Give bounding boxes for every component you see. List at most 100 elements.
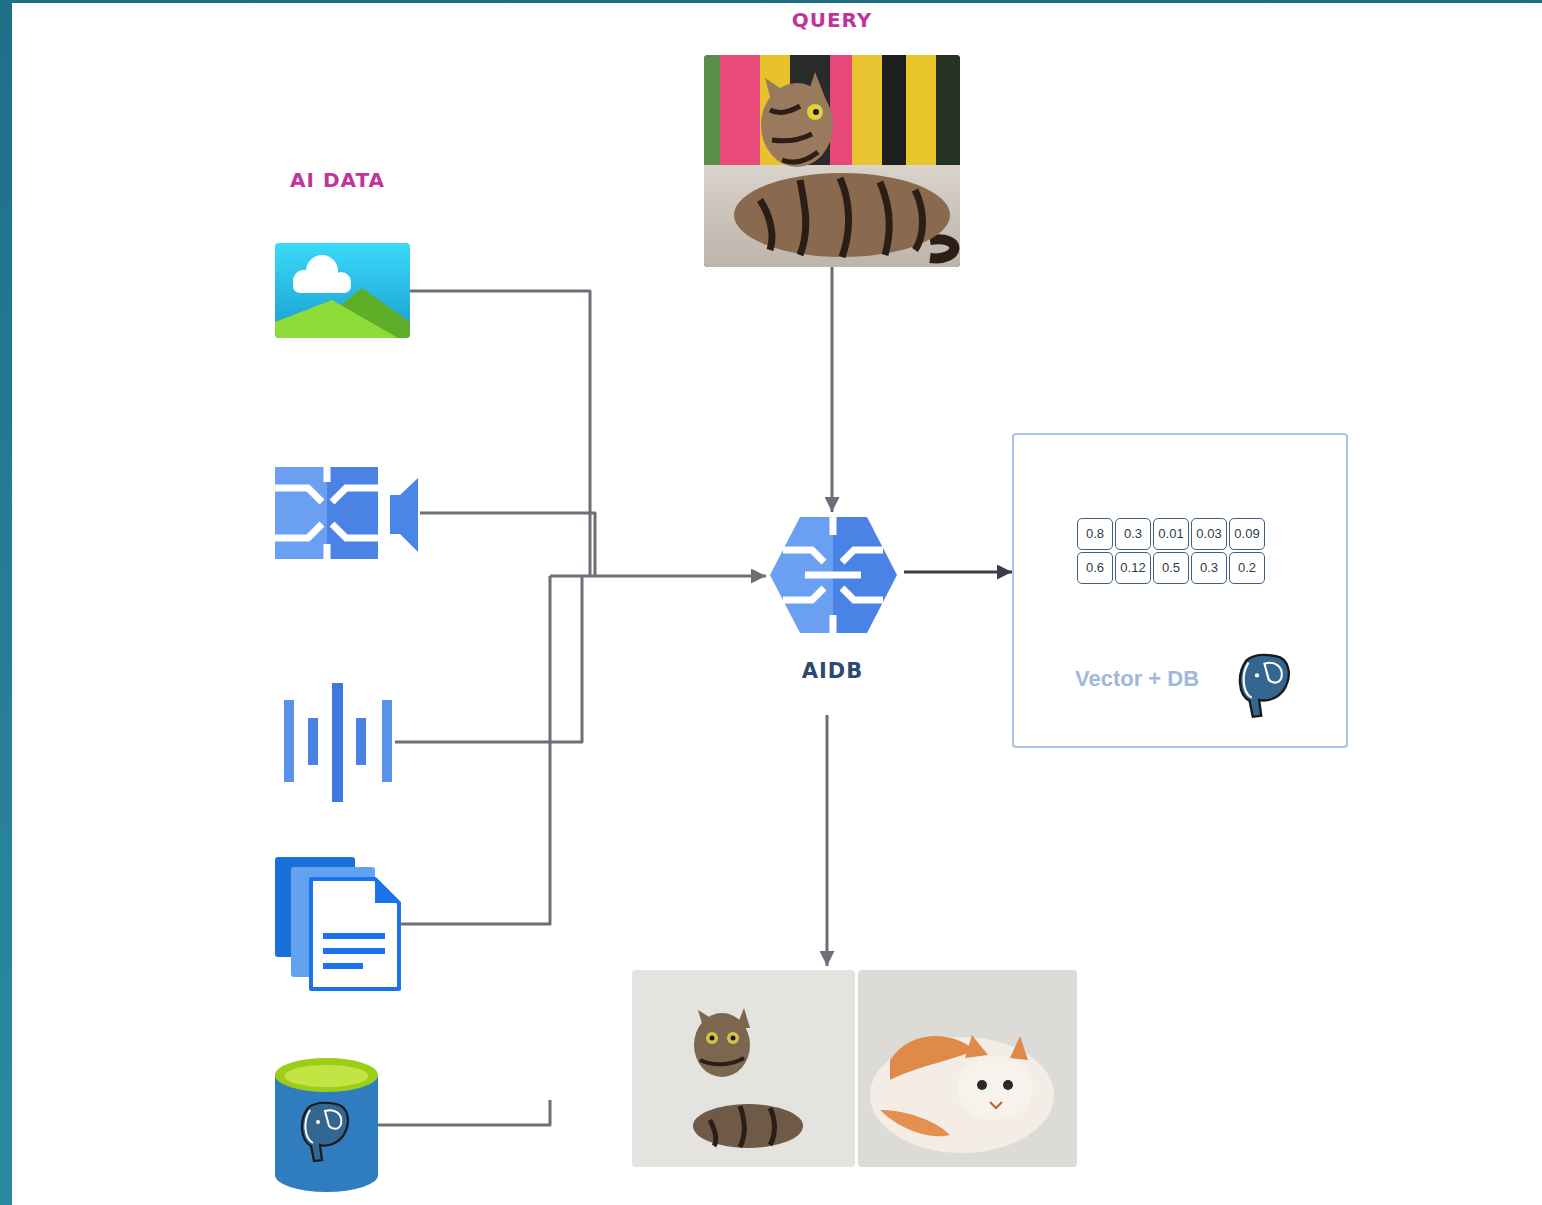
connector-arrow xyxy=(904,571,1012,574)
ai-service-icon xyxy=(275,467,378,559)
result-photo xyxy=(694,1013,750,1077)
result-photo xyxy=(706,1032,718,1044)
postgres-database-icon xyxy=(285,1065,369,1087)
documents-icon xyxy=(323,933,385,939)
connector-arrow xyxy=(831,267,834,512)
audio-waveform-icon xyxy=(382,700,392,782)
vector-cell: 0.01 xyxy=(1153,518,1189,550)
section-label: AI DATA xyxy=(290,168,385,192)
cell-value: 0.6 xyxy=(1086,560,1104,576)
documents-icon xyxy=(323,963,363,969)
vector-cell: 0.5 xyxy=(1153,552,1189,584)
documents-icon xyxy=(323,948,385,954)
result-photo xyxy=(710,1036,715,1041)
query-photo xyxy=(720,55,760,175)
audio-waveform-icon xyxy=(284,700,294,782)
data-wires xyxy=(410,291,590,576)
data-wires xyxy=(400,576,550,924)
query-photo xyxy=(807,104,823,120)
query-photo xyxy=(882,55,906,175)
vector-db-box: Vector + DB 0.8 0.3 0.01 0.03 0.09 0.6 0.12 0.5 0… xyxy=(1012,433,1348,748)
vector-cell: 0.03 xyxy=(1191,518,1227,550)
cell-value: 0.5 xyxy=(1162,560,1180,576)
result-photo xyxy=(700,1058,744,1064)
cell-value: 0.3 xyxy=(1124,526,1142,542)
vector-cell: 0.2 xyxy=(1229,552,1265,584)
vector-cell: 0.09 xyxy=(1229,518,1265,550)
result-photo xyxy=(1010,1036,1028,1060)
documents-icon xyxy=(311,879,399,989)
cell-value: 0.3 xyxy=(1200,560,1218,576)
aidb-brain-icon xyxy=(770,517,897,633)
result-photo xyxy=(870,1037,1054,1153)
vector-cell: 0.3 xyxy=(1115,518,1151,550)
result-photo xyxy=(965,1035,988,1058)
query-photo xyxy=(704,55,960,267)
result-photo xyxy=(710,1106,775,1147)
postgres-database-icon xyxy=(275,1075,378,1192)
aidb-engine-node: AIDB xyxy=(761,512,904,692)
ai-service-icon xyxy=(275,467,418,559)
postgres-logo xyxy=(1240,655,1289,717)
cell-value: 0.09 xyxy=(1234,526,1259,542)
result-photo xyxy=(858,970,1077,1167)
query-photo xyxy=(760,178,923,257)
query-photo xyxy=(852,55,882,175)
result-photo xyxy=(990,1102,1002,1108)
image-icon xyxy=(275,243,410,338)
result-photo xyxy=(1003,1080,1013,1090)
data-wires xyxy=(550,575,766,578)
documents-icon xyxy=(275,857,399,989)
cell-value: 0.12 xyxy=(1120,560,1145,576)
audio-waveform-icon xyxy=(284,683,392,802)
vector-cell: 0.8 xyxy=(1077,518,1113,550)
cell-value: 0.8 xyxy=(1086,526,1104,542)
query-photo xyxy=(830,55,852,175)
ai-service-icon xyxy=(327,467,378,559)
image-icon xyxy=(275,243,410,338)
result-arrow xyxy=(826,715,829,966)
result-photo xyxy=(632,970,855,1167)
result-photo xyxy=(727,1032,739,1044)
query-photo xyxy=(704,55,960,267)
result-photo xyxy=(880,1110,950,1136)
image-icon xyxy=(275,288,410,338)
cell-value: 0.03 xyxy=(1196,526,1221,542)
vector-cell: 0.12 xyxy=(1115,552,1151,584)
query-photo xyxy=(761,83,833,167)
query-photo xyxy=(734,173,950,257)
audio-waveform-icon xyxy=(332,683,343,802)
cell-value: 0.2 xyxy=(1238,560,1256,576)
result-photo xyxy=(731,1036,736,1041)
result-photo xyxy=(693,1104,803,1148)
image-icon xyxy=(275,300,398,338)
data-wires xyxy=(378,1100,550,1125)
store-title: Vector + DB xyxy=(1075,665,1199,693)
image-icon xyxy=(293,279,351,293)
documents-icon xyxy=(375,879,399,903)
cell-value: 0.01 xyxy=(1158,526,1183,542)
query-photo xyxy=(704,55,720,175)
data-wires xyxy=(395,576,582,742)
result-photo xyxy=(632,970,855,1167)
ai-service-icon xyxy=(390,478,418,552)
postgres-database-icon xyxy=(275,1058,378,1092)
data-wires xyxy=(420,513,595,576)
query-photo xyxy=(930,239,954,258)
node-title: AIDB xyxy=(761,658,904,684)
postgres-database-icon xyxy=(275,1058,378,1192)
query-photo xyxy=(936,55,960,175)
query-image-node: QUERY xyxy=(700,8,964,267)
vector-cell: 0.3 xyxy=(1191,552,1227,584)
aidb-brain-icon xyxy=(783,517,883,633)
vector-cell: 0.6 xyxy=(1077,552,1113,584)
ai-service-icon xyxy=(275,467,327,559)
query-photo xyxy=(704,165,960,267)
query-photo xyxy=(813,109,819,115)
postgres-database-icon xyxy=(302,1103,348,1161)
node-title: QUERY xyxy=(700,8,964,32)
result-photo xyxy=(977,1080,987,1090)
query-photo xyxy=(906,55,936,175)
